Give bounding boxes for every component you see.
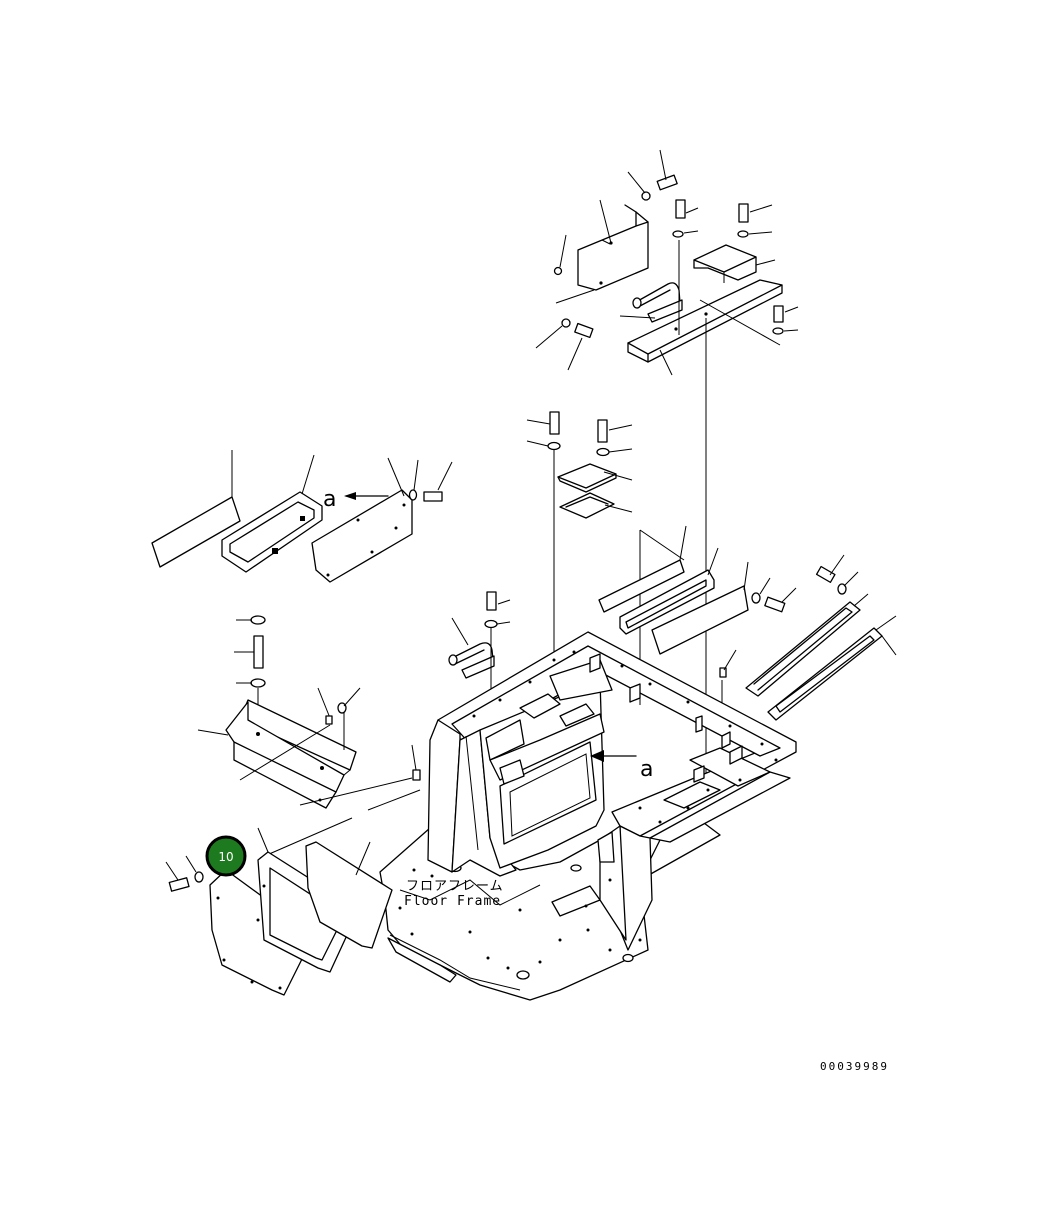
top-bracket-assembly xyxy=(535,149,799,790)
bolt-icon xyxy=(656,149,678,191)
right-side-panels xyxy=(598,525,897,721)
arrow-icon xyxy=(590,750,637,762)
callout-number[interactable]: 10 xyxy=(218,850,233,864)
floor-frame: a xyxy=(379,631,797,1001)
callout-badge[interactable]: 10 xyxy=(205,835,247,877)
callout-circle[interactable] xyxy=(205,835,247,877)
floor-frame-label-en: Floor Frame xyxy=(404,894,501,909)
drawing-code: 00039989 xyxy=(820,1060,889,1073)
grab-handle xyxy=(448,591,511,692)
view-marker-a-frame: a xyxy=(640,757,653,782)
center-cover-plates xyxy=(526,411,633,660)
left-guard-assembly xyxy=(197,615,421,859)
arrow-icon xyxy=(344,492,389,500)
view-marker-a-top: a xyxy=(323,487,336,512)
bottom-left-covers xyxy=(165,827,393,996)
handle-bracket xyxy=(619,282,683,323)
floor-frame-label-jp: フロアフレーム xyxy=(406,879,504,894)
left-upper-covers: a xyxy=(151,450,453,583)
